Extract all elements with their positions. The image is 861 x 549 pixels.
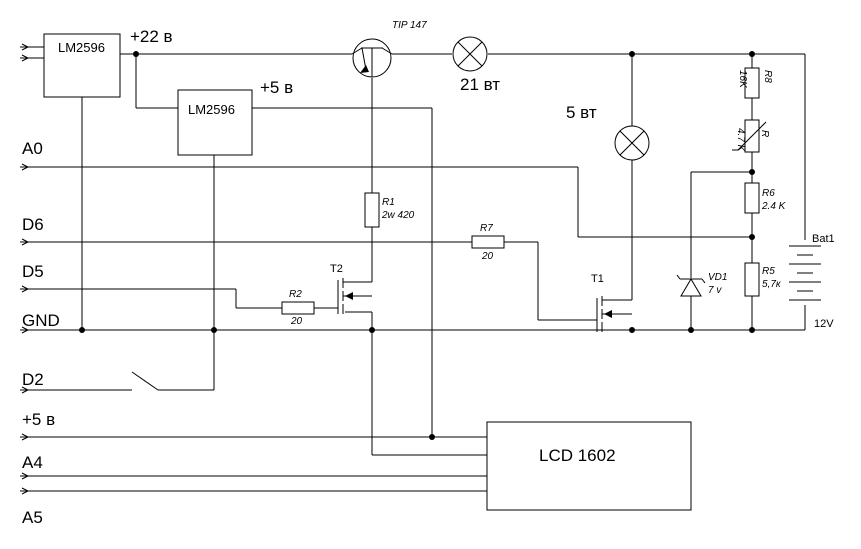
tip147-transistor: TIP 147 <box>351 20 427 78</box>
pin-a0-label: A0 <box>22 139 43 158</box>
rail-plus22-label: +22 в <box>130 27 173 46</box>
lamp-5w-label: 5 вт <box>566 103 597 122</box>
regulator-1: LM2596 <box>43 33 121 98</box>
regulator-2: LM2596 <box>177 89 253 156</box>
t1-label: T1 <box>591 273 604 285</box>
battery-voltage: 12V <box>814 318 834 330</box>
r5-value: 5,7к <box>762 279 782 290</box>
lcd-1602: LCD 1602 <box>486 421 692 511</box>
lamp-21w-label: 21 вт <box>460 75 500 94</box>
pin-a4-label: A4 <box>22 453 43 472</box>
r2-value: 20 <box>290 316 303 327</box>
r8-name: R8 <box>762 70 773 83</box>
mosfet-t2: T2 <box>330 263 372 314</box>
resistor-r8: R8 16K <box>737 67 773 99</box>
resistor-r2: R2 20 <box>281 289 315 327</box>
pin-plus5-label: +5 в <box>22 410 55 429</box>
pin-d5-label: D5 <box>22 262 44 281</box>
battery-bat1: Bat1 12V <box>789 233 835 330</box>
r8-value: 16K <box>737 70 748 89</box>
lamp-21w: 21 вт <box>452 36 500 94</box>
junction-dots <box>79 51 755 440</box>
pin-d6-label: D6 <box>22 215 44 234</box>
battery-name: Bat1 <box>812 233 835 245</box>
vd1-name: VD1 <box>708 272 727 283</box>
r1-name: R1 <box>382 197 395 208</box>
thermistor-r: R 4.7 K <box>732 119 770 153</box>
r5-name: R5 <box>762 266 775 277</box>
lamp-5w: 5 вт <box>566 103 650 161</box>
pin-d2-label: D2 <box>22 370 44 389</box>
resistor-r6: R6 2.4 K <box>744 182 787 214</box>
tip147-label: TIP 147 <box>392 20 427 31</box>
resistor-r7: R7 20 <box>471 223 505 262</box>
resistor-r1: R1 2w 420 <box>364 192 415 228</box>
r6-name: R6 <box>762 188 775 199</box>
r7-value: 20 <box>481 251 494 262</box>
t2-label: T2 <box>330 263 343 275</box>
r2-name: R2 <box>289 289 302 300</box>
thermistor-name: R <box>759 130 770 137</box>
pin-markers <box>21 43 30 495</box>
vd1-value: 7 v <box>708 285 722 296</box>
mosfet-t1: T1 <box>591 273 632 332</box>
resistor-r5: R5 5,7к <box>744 262 782 297</box>
r6-value: 2.4 K <box>761 201 787 212</box>
lcd-label: LCD 1602 <box>539 446 616 465</box>
r7-name: R7 <box>480 223 493 234</box>
r1-value: 2w 420 <box>381 210 415 221</box>
zener-vd1: VD1 7 v <box>676 272 727 297</box>
thermistor-value: 4.7 K <box>735 128 746 153</box>
pin-a5-label: A5 <box>22 508 43 527</box>
pin-gnd-label: GND <box>22 311 60 330</box>
rail-plus5-label: +5 в <box>260 78 293 97</box>
wires <box>20 46 806 492</box>
regulator-1-label: LM2596 <box>58 40 105 55</box>
regulator-2-label: LM2596 <box>188 102 235 117</box>
